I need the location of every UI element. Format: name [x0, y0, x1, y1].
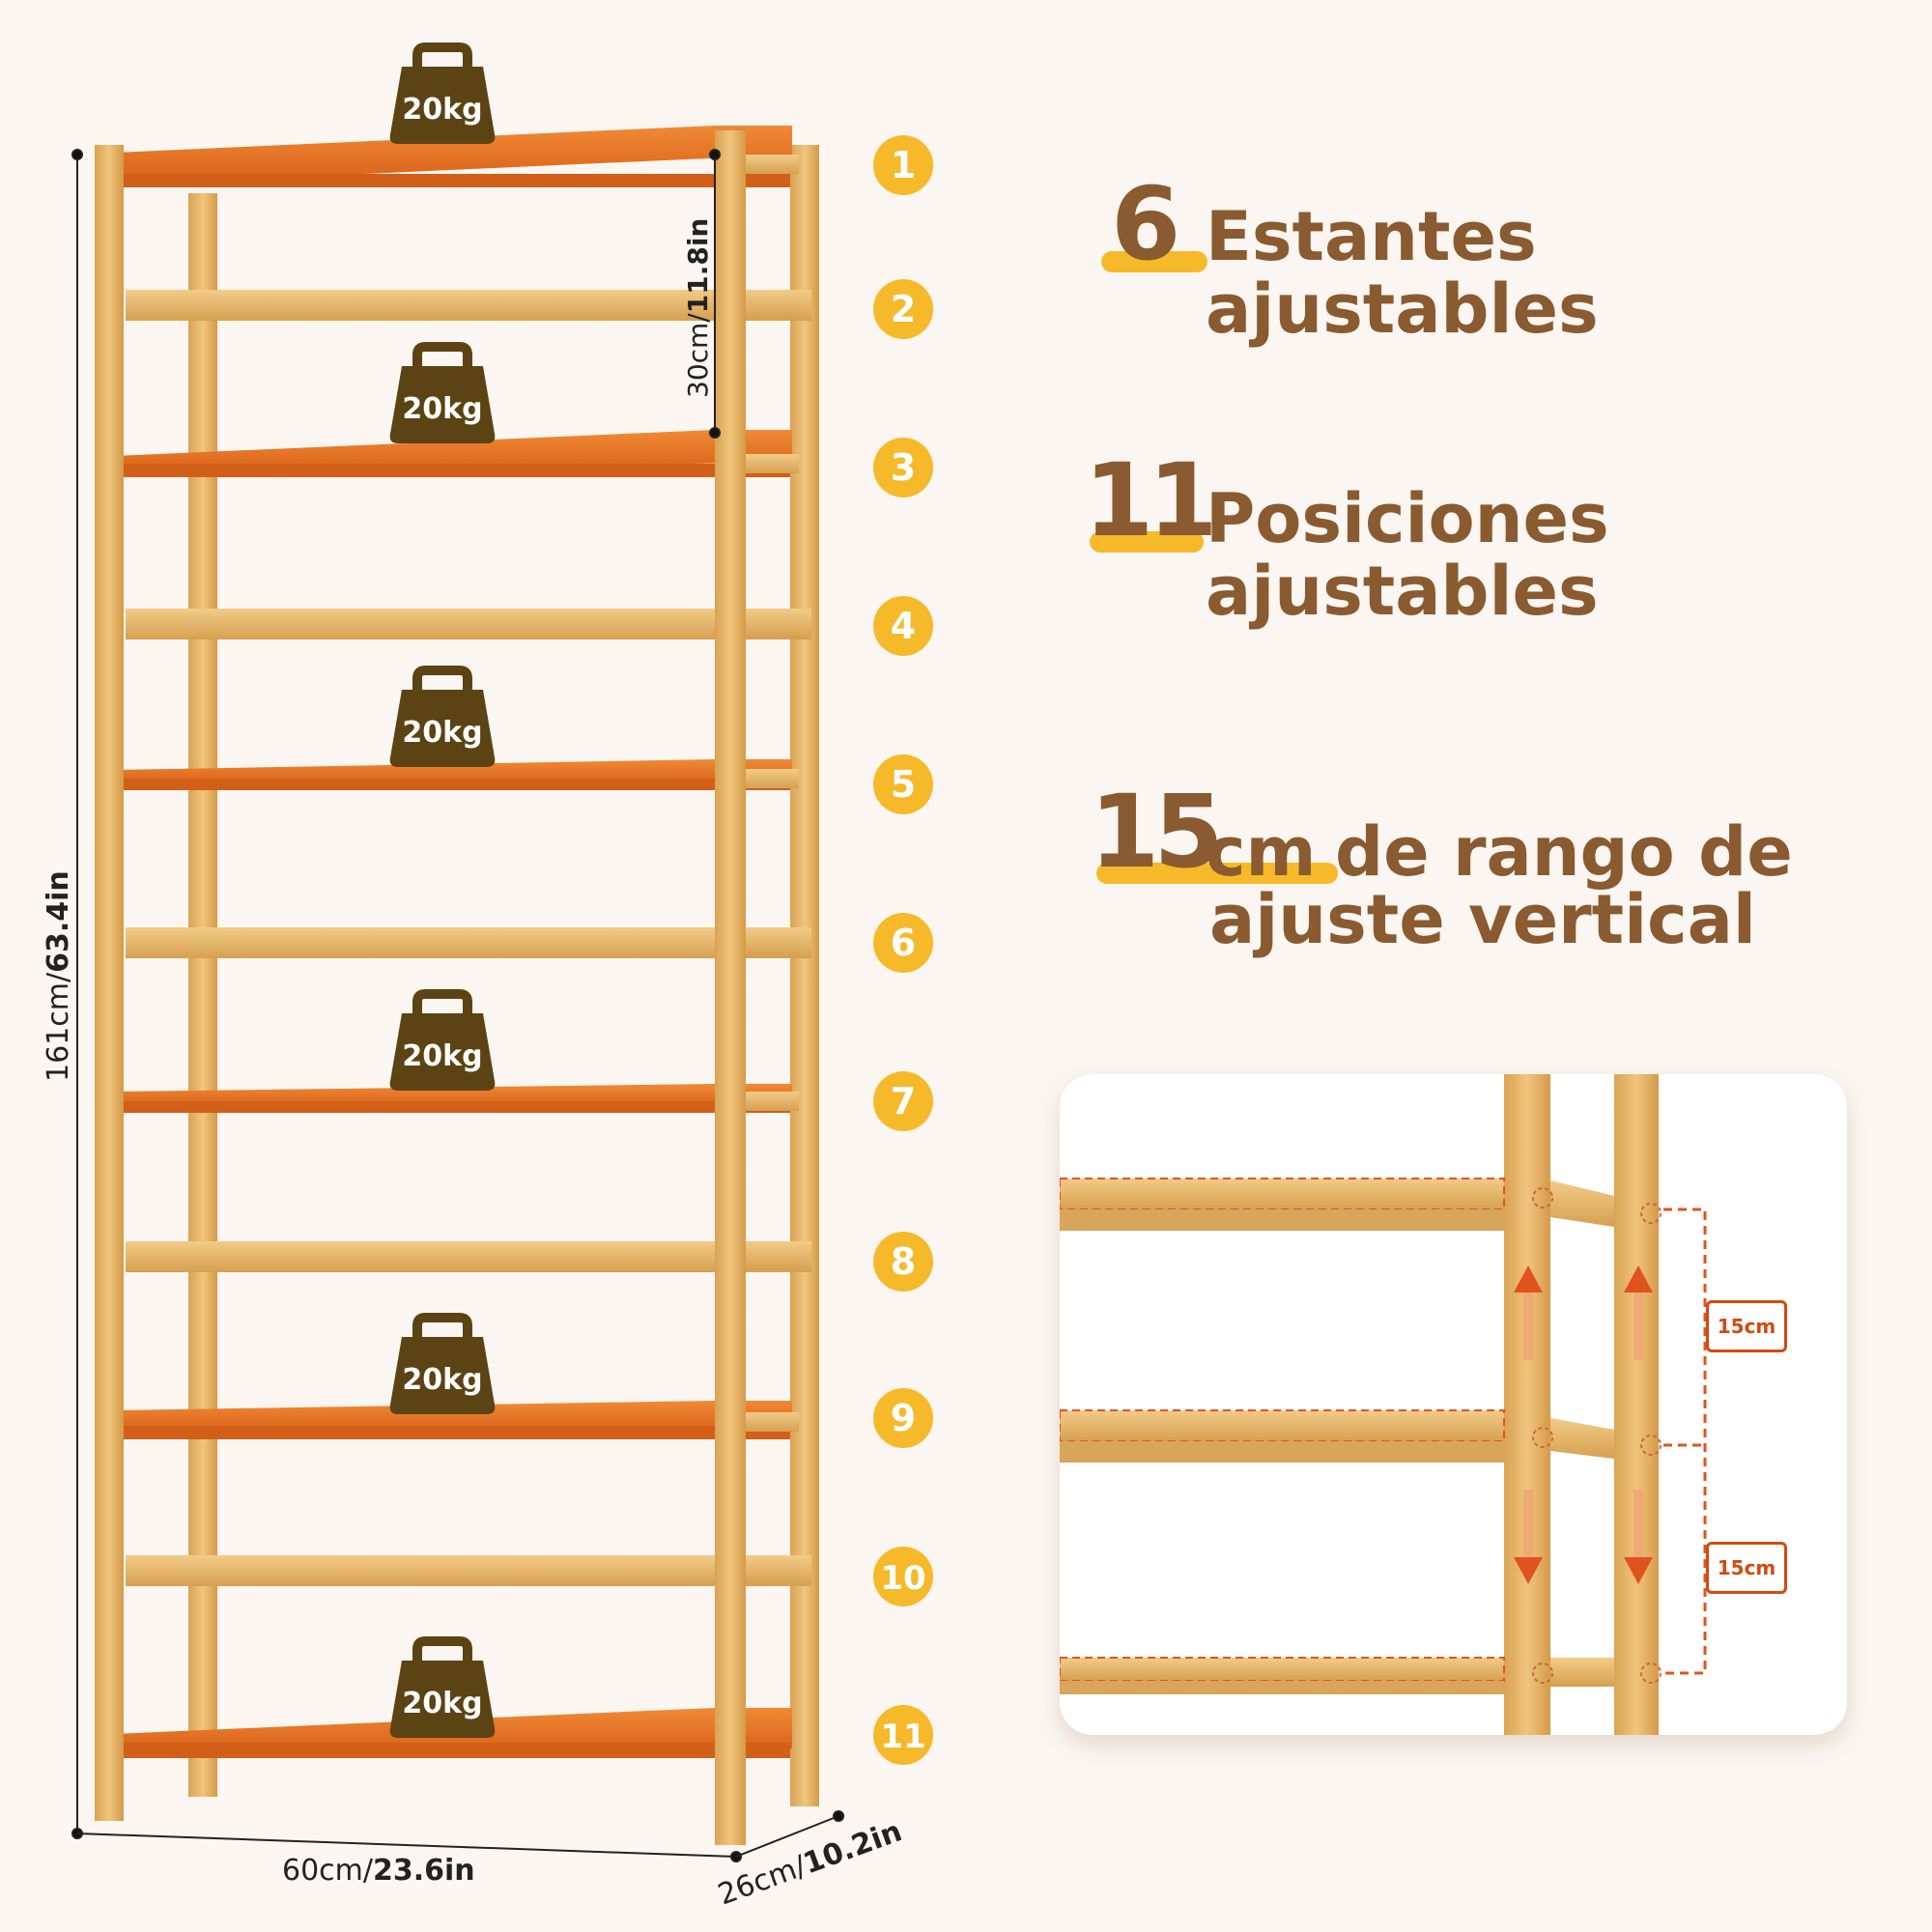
position-marker: 6	[873, 913, 933, 973]
position-number: 7	[891, 1080, 916, 1122]
weight-label: 20kg	[402, 1687, 482, 1720]
weight-label: 20kg	[402, 392, 482, 426]
position-circle	[873, 1705, 933, 1765]
dimension-lines	[71, 149, 844, 1862]
weight-label: 20kg	[402, 716, 482, 750]
position-circle	[873, 1547, 933, 1606]
weight-badge: 20kg	[389, 989, 496, 1091]
range-label-upper: 15cm	[1706, 1300, 1787, 1352]
position-markers: 1 2 3 4 5 6 7 8 9 10 11	[873, 135, 933, 1765]
range-bracket	[1663, 1208, 1707, 1675]
feature-unit: cm	[1206, 812, 1317, 892]
detail-side-rails	[1550, 1180, 1614, 1687]
feature-line-1: Estantes	[1206, 197, 1537, 276]
position-marker: 3	[873, 438, 933, 497]
position-marker: 9	[873, 1388, 933, 1448]
position-marker: 11	[873, 1705, 933, 1765]
highlight-bar	[1090, 531, 1204, 553]
position-marker: 1	[873, 135, 933, 195]
shelf-1	[114, 126, 792, 187]
position-circle	[873, 596, 933, 656]
weight-badge: 20kg	[389, 1313, 496, 1414]
position-circle	[873, 135, 933, 195]
feature-line-1: de rango de	[1335, 812, 1793, 892]
shelf-3	[114, 430, 792, 477]
position-number: 10	[880, 1559, 925, 1598]
highlight-bar	[1101, 251, 1208, 272]
feature-line-2: ajustables	[1206, 552, 1599, 631]
adjust-arrows	[1514, 1265, 1653, 1584]
position-circle	[873, 1071, 933, 1131]
front-left-post	[95, 145, 124, 1821]
position-marker: 8	[873, 1232, 933, 1292]
position-marker: 2	[873, 279, 933, 339]
position-number: 6	[891, 922, 916, 964]
position-number: 1	[891, 144, 916, 186]
feature-number: 15	[1090, 773, 1224, 891]
adjustment-detail-panel	[1060, 1074, 1847, 1735]
weight-label: 20kg	[402, 1363, 482, 1397]
position-number: 5	[891, 763, 916, 806]
shelf-spacing-dimension: 30cm/11.8in	[682, 218, 714, 398]
peg-holes	[1532, 1187, 1662, 1684]
weight-badge: 20kg	[389, 666, 496, 767]
shelves	[114, 126, 792, 1758]
adjustment-detail-drawing	[1060, 1074, 1707, 1735]
position-marker: 10	[873, 1547, 933, 1606]
range-label-lower: 15cm	[1706, 1542, 1787, 1594]
position-number: 2	[891, 288, 916, 330]
empty-rails	[126, 290, 811, 1586]
position-circle	[873, 1232, 933, 1292]
feature-line-1: Posiciones	[1206, 479, 1609, 558]
position-marker: 7	[873, 1071, 933, 1131]
shelf-5	[114, 759, 792, 790]
weight-badges: 20kg 20kg 20kg 20kg 20kg 20kg	[389, 43, 496, 1738]
position-marker: 5	[873, 754, 933, 814]
weight-badge: 20kg	[389, 342, 496, 443]
position-number: 9	[891, 1397, 916, 1439]
weight-badge: 20kg	[389, 43, 496, 144]
position-circle	[873, 754, 933, 814]
detail-front-post	[1504, 1074, 1550, 1735]
shelf-7	[114, 1084, 792, 1113]
width-dimension: 60cm/23.6in	[282, 1854, 475, 1888]
feature-line-2: ajustables	[1206, 270, 1599, 349]
height-dimension: 161cm/63.4in	[42, 870, 75, 1082]
back-right-post	[790, 145, 819, 1806]
shelf-9	[114, 1401, 792, 1439]
position-circle	[873, 913, 933, 973]
detail-shelves	[1060, 1178, 1505, 1694]
feature-number: 11	[1084, 441, 1218, 559]
feature-number: 6	[1111, 165, 1180, 283]
weight-label: 20kg	[402, 1039, 482, 1073]
feature-line-2: ajuste vertical	[1209, 880, 1756, 959]
position-circle	[873, 279, 933, 339]
position-number: 8	[891, 1240, 916, 1283]
position-circle	[873, 1388, 933, 1448]
position-number: 11	[880, 1718, 925, 1756]
side-rails	[746, 155, 799, 1584]
weight-badge: 20kg	[389, 1636, 496, 1738]
position-marker: 4	[873, 596, 933, 656]
highlight-bar	[1096, 863, 1338, 884]
position-circle	[873, 438, 933, 497]
position-number: 4	[891, 605, 916, 647]
detail-back-post	[1614, 1074, 1659, 1735]
weight-label: 20kg	[402, 93, 482, 127]
front-right-post	[715, 130, 746, 1845]
position-number: 3	[891, 446, 916, 489]
